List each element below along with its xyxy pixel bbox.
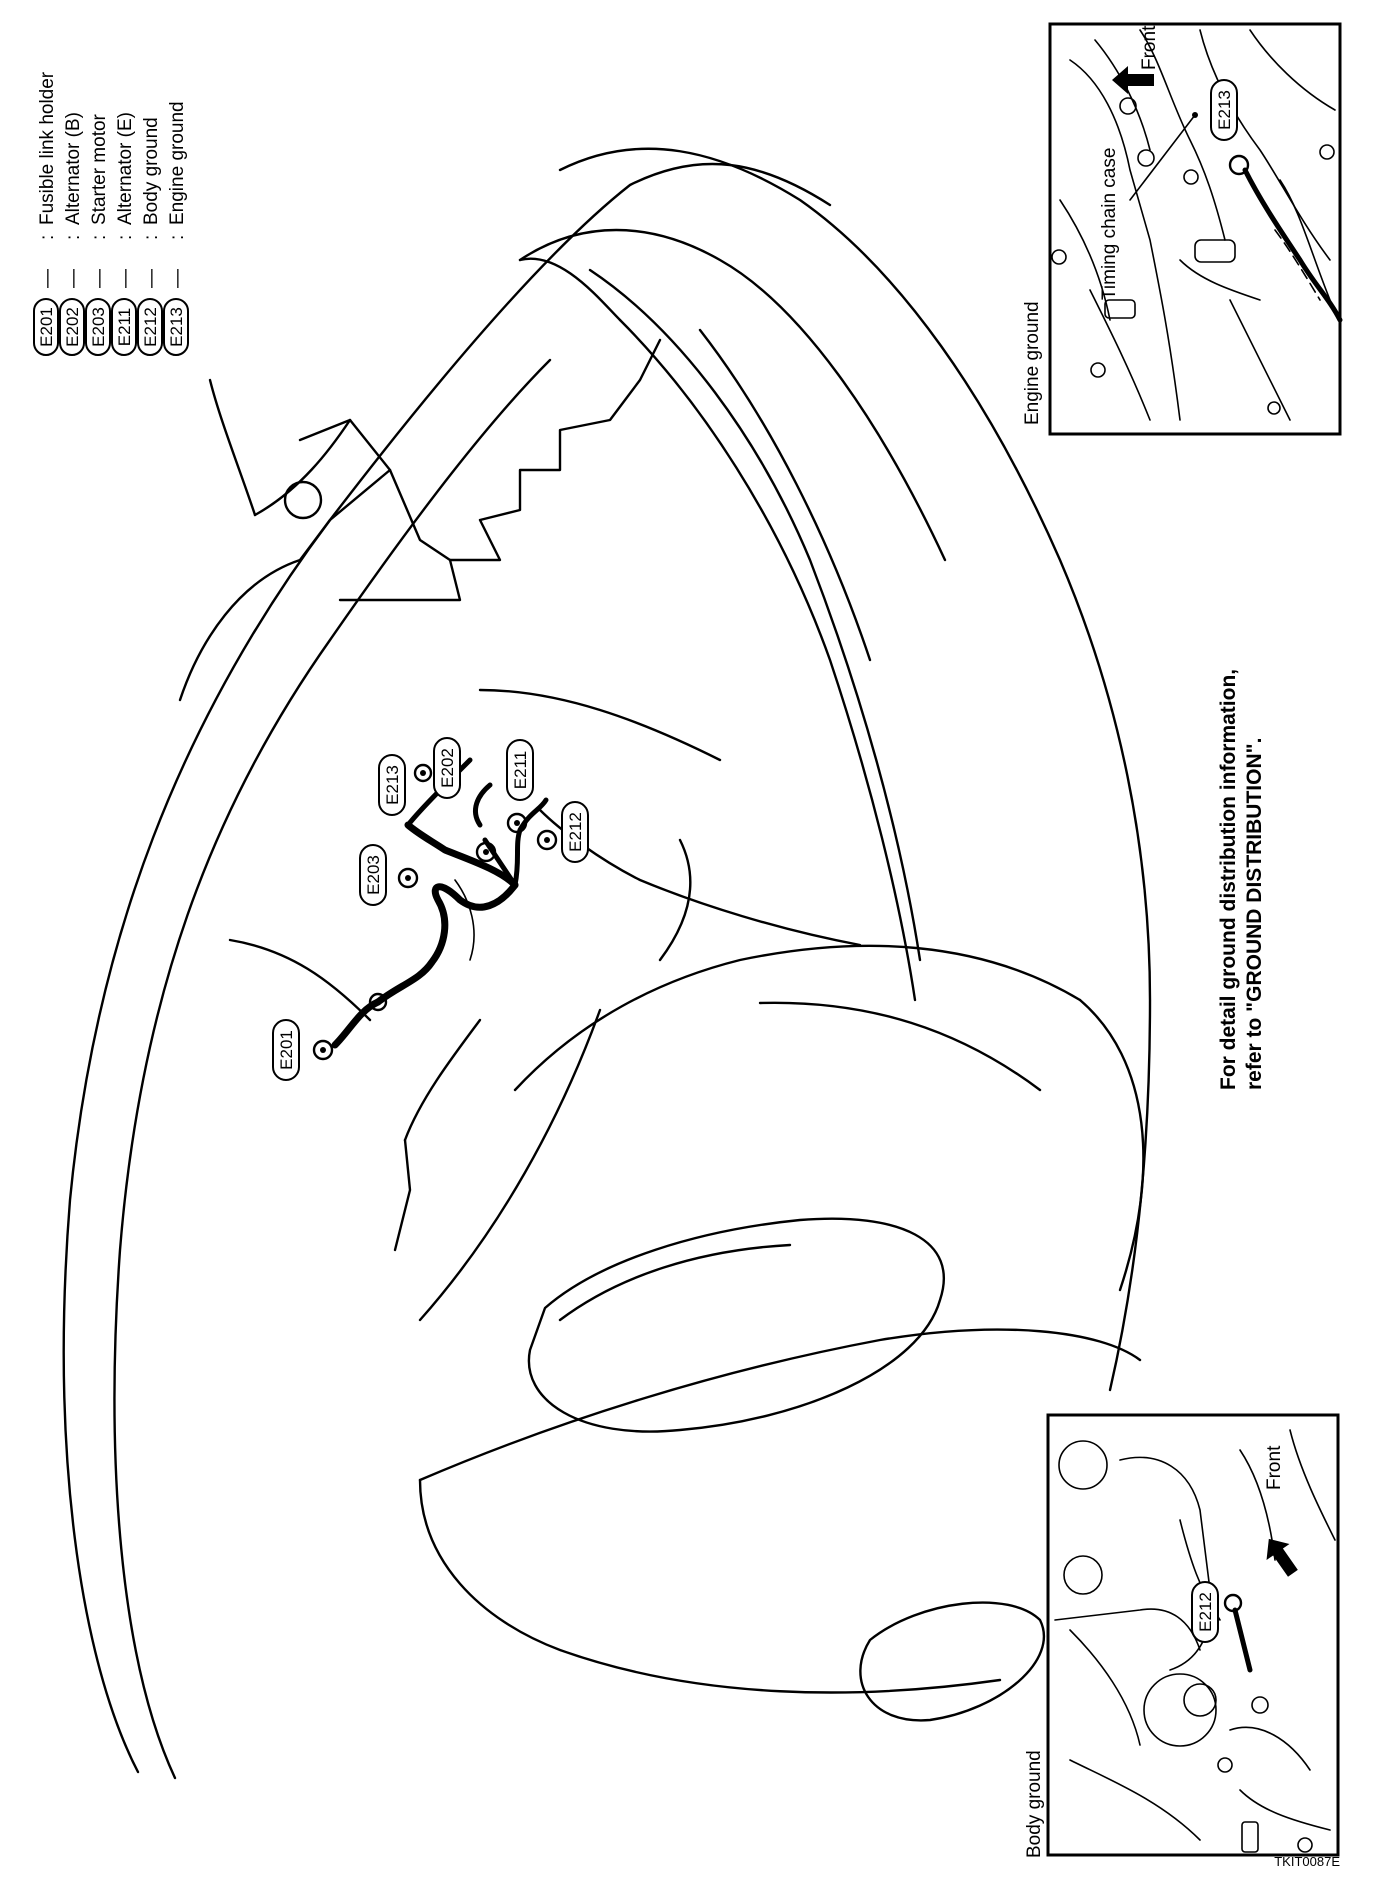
inset-engine-ground: Front E213 Timing chain case Engine grou… <box>1022 22 1343 436</box>
terminal-e213 <box>413 763 433 783</box>
front-arrow-icon <box>1266 1538 1298 1577</box>
terminal-e212 <box>536 829 558 851</box>
svg-text:E212: E212 <box>1196 1592 1215 1632</box>
connector-tag-e213: E213 <box>378 754 406 816</box>
svg-text:E211: E211 <box>115 308 134 346</box>
svg-text::: : <box>167 235 188 240</box>
connector-tag-e202: E202 <box>433 737 461 799</box>
legend-row: E213 — : Engine ground <box>163 101 189 356</box>
terminal-e202 <box>475 841 497 863</box>
svg-text:E202: E202 <box>63 307 82 347</box>
svg-text::: : <box>115 235 136 240</box>
legend-row: E201 — : Fusible link holder <box>33 71 59 356</box>
legend-row: E212 — : Body ground <box>137 117 163 356</box>
svg-text:E212: E212 <box>566 812 585 852</box>
svg-text:—: — <box>63 269 84 288</box>
legend-row: E203 — : Starter motor <box>85 113 111 356</box>
terminal-e203 <box>397 867 419 889</box>
svg-text:E213: E213 <box>383 765 402 805</box>
inset-body-front-label: Front <box>1264 1445 1285 1490</box>
svg-text::: : <box>63 235 84 240</box>
vehicle-outline <box>62 147 1152 1780</box>
inset-body-artwork <box>1054 1429 1336 1853</box>
svg-text:E203: E203 <box>89 307 108 347</box>
svg-text:—: — <box>141 269 162 288</box>
svg-text:—: — <box>89 269 110 288</box>
inset-body-connector-tag: E212 <box>1191 1581 1219 1643</box>
terminal-e211 <box>506 812 528 834</box>
inset-engine-front-label: Front <box>1139 25 1160 70</box>
svg-text::: : <box>141 235 162 240</box>
svg-text:E213: E213 <box>1215 90 1234 130</box>
svg-text:Engine ground: Engine ground <box>167 101 188 225</box>
svg-text:—: — <box>115 269 136 288</box>
inset-engine-part-label: Timing chain case <box>1099 148 1120 300</box>
connector-tag-e212: E212 <box>561 801 589 863</box>
svg-text:Fusible link holder: Fusible link holder <box>37 71 58 225</box>
inset-engine-title: Engine ground <box>1022 301 1043 425</box>
inset-body-ground: Front E212 Body ground <box>1024 1413 1340 1858</box>
svg-text:Alternator (E): Alternator (E) <box>115 112 136 225</box>
svg-text:E211: E211 <box>511 751 530 789</box>
front-arrow-icon <box>1112 66 1154 94</box>
inset-body-title: Body ground <box>1024 1750 1045 1858</box>
svg-text:Body ground: Body ground <box>141 117 162 225</box>
svg-text:Starter motor: Starter motor <box>89 113 110 225</box>
connector-tag-e211: E211 <box>506 739 534 801</box>
figure-id: TKIT0087E <box>1274 1854 1340 1869</box>
inset-engine-connector-tag: E213 <box>1210 79 1238 141</box>
svg-text:—: — <box>167 269 188 288</box>
terminal-e201 <box>312 992 388 1061</box>
svg-text:E201: E201 <box>37 307 56 347</box>
svg-text:refer to "GROUND DISTRIBUTION": refer to "GROUND DISTRIBUTION". <box>1243 738 1266 1090</box>
svg-text::: : <box>37 235 58 240</box>
svg-text::: : <box>89 235 110 240</box>
svg-text:Alternator (B): Alternator (B) <box>63 112 84 225</box>
ground-distribution-note: For detail ground distribution informati… <box>1217 669 1266 1090</box>
svg-text:—: — <box>37 269 58 288</box>
connector-tag-e201: E201 <box>272 1019 300 1081</box>
legend-row: E211 — : Alternator (E) <box>111 112 137 356</box>
svg-text:E202: E202 <box>438 748 457 788</box>
ground-harness <box>312 757 558 1061</box>
connector-tag-e203: E203 <box>359 844 387 906</box>
svg-text:E203: E203 <box>364 855 383 895</box>
svg-text:For detail ground distribution: For detail ground distribution informati… <box>1217 669 1240 1090</box>
legend: E201 — : Fusible link holder E202 — : Al… <box>33 71 189 356</box>
inset-engine-artwork <box>1051 29 1343 421</box>
svg-text:E212: E212 <box>141 307 160 347</box>
legend-row: E202 — : Alternator (B) <box>59 112 85 356</box>
svg-text:E201: E201 <box>277 1030 296 1070</box>
svg-text:E213: E213 <box>167 307 186 347</box>
